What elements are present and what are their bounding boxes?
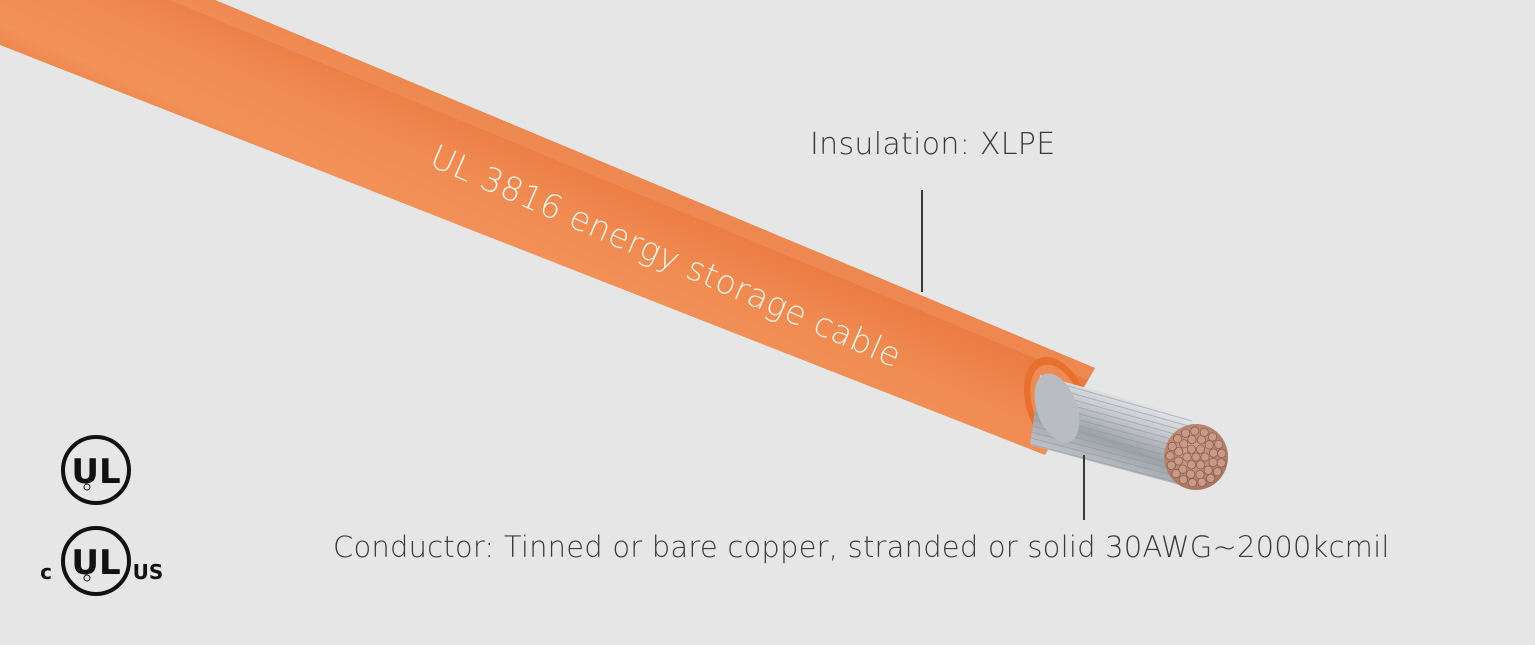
copper-wire-end — [1186, 469, 1196, 479]
ul-listed-logo: UL — [61, 435, 131, 505]
copper-wire-end — [1206, 473, 1216, 484]
copper-wire-end — [1191, 452, 1201, 462]
copper-wire-end — [1195, 469, 1205, 480]
conductor-strands — [1029, 373, 1195, 485]
copper-wire-end — [1179, 439, 1189, 449]
copper-wire-end — [1180, 428, 1191, 438]
cul-us-center-letters: UL — [71, 543, 120, 583]
cul-us-logo: UL c US — [40, 526, 164, 596]
copper-wire-end — [1217, 448, 1227, 458]
copper-wire-end — [1187, 434, 1197, 445]
copper-wire-end — [1216, 458, 1226, 468]
copper-wire-end — [1208, 457, 1218, 467]
copper-wire-end — [1199, 427, 1209, 437]
copper-core — [1164, 424, 1228, 490]
copper-wire-end — [1204, 440, 1214, 450]
copper-wire-end — [1207, 432, 1218, 442]
conductor-callout: Conductor: Tinned or bare copper, strand… — [333, 530, 1390, 564]
cable-jacket — [0, 0, 1095, 455]
copper-wire-end — [1167, 441, 1177, 452]
copper-wire-end — [1212, 467, 1223, 477]
copper-wire-end — [1187, 478, 1198, 488]
copper-wire-end — [1174, 447, 1184, 457]
cable-print-text: UL 3816 energy storage cable — [425, 137, 908, 376]
copper-wire-end — [1197, 477, 1207, 487]
copper-wire-end — [1195, 444, 1206, 454]
copper-wire-end — [1214, 439, 1224, 449]
copper-wire-end — [1173, 434, 1183, 444]
copper-wire-end — [1171, 469, 1181, 479]
copper-wire-end — [1195, 460, 1206, 470]
strand-line — [1029, 443, 1181, 484]
copper-wire-end — [1173, 456, 1184, 466]
copper-wire-end — [1166, 460, 1176, 470]
copper-wire-end — [1208, 448, 1219, 458]
copper-wire-end — [1186, 444, 1197, 454]
copper-wire-end — [1182, 452, 1192, 462]
strand-line — [1030, 437, 1182, 478]
copper-wire-end — [1190, 426, 1200, 436]
copper-wire-end — [1186, 460, 1197, 470]
insulation-callout: Insulation: XLPE — [810, 127, 1056, 162]
copper-wire-end — [1165, 451, 1175, 461]
cul-us-left-letter: c — [40, 560, 52, 584]
ul-listed-letters: UL — [71, 452, 120, 492]
copper-wire-end — [1203, 465, 1213, 475]
copper-wire-end — [1178, 464, 1188, 474]
copper-wire-end — [1200, 452, 1210, 462]
copper-wire-end — [1178, 475, 1188, 485]
cul-us-right-letters: US — [133, 560, 164, 584]
